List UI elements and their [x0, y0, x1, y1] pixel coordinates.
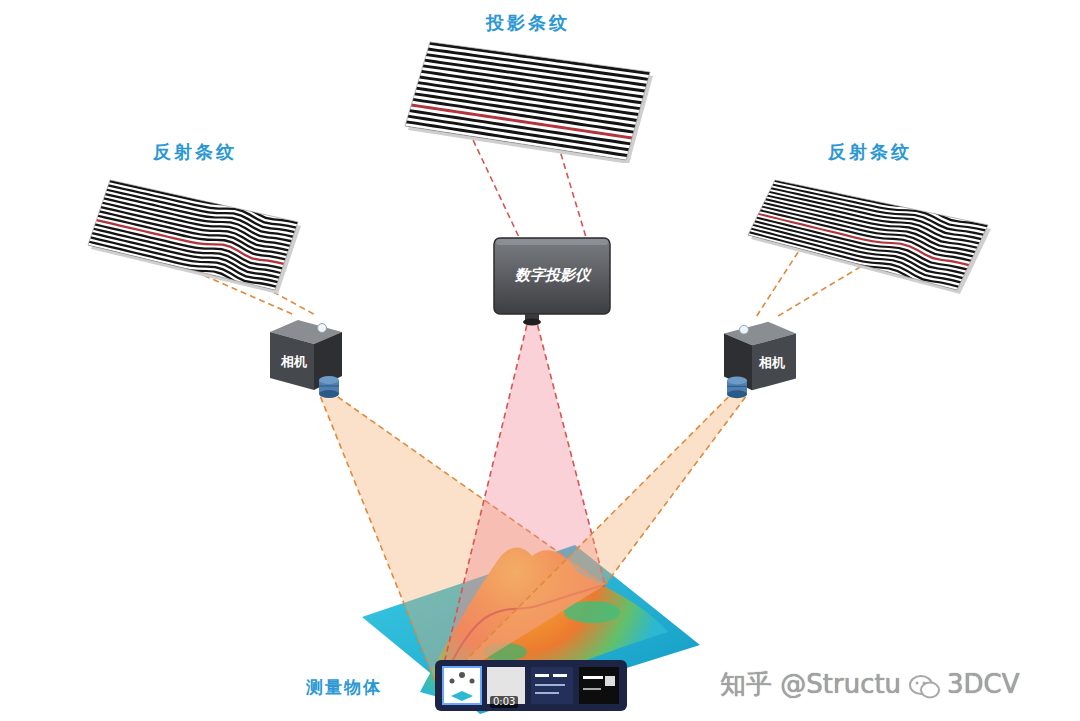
dark-stripe — [90, 236, 278, 283]
label-slot: 知乎 @Structu — [720, 668, 901, 700]
panel-ground — [88, 180, 298, 290]
dark-stripe — [754, 220, 965, 274]
fringe-stripes — [403, 38, 654, 163]
camera-lens — [727, 377, 747, 385]
wechat-logo — [907, 672, 943, 702]
dashed-ray — [605, 397, 746, 585]
video-thumbs — [435, 660, 627, 711]
device-label: 数字投影仪 — [515, 265, 590, 285]
camera-shape — [724, 322, 796, 398]
video-strip: 0:03 — [435, 660, 627, 711]
dark-stripe — [93, 228, 281, 274]
dark-stripe — [747, 235, 957, 292]
logo-dot — [923, 682, 926, 685]
thumb-line — [583, 688, 601, 690]
thumb-icon — [451, 691, 473, 701]
panel-heading: 反射条纹 — [828, 137, 912, 167]
thumb-icon — [450, 679, 455, 684]
device-label: 相机 — [281, 354, 307, 370]
fringe-node: 反射条纹 — [82, 137, 307, 297]
projector-lens — [523, 319, 541, 326]
camera-knob — [318, 324, 327, 333]
dark-stripe — [89, 241, 277, 288]
thumb-frame — [443, 667, 481, 704]
camera-shape — [270, 320, 342, 398]
thumb-line — [535, 692, 559, 694]
dark-stripe — [403, 132, 625, 163]
panel-heading: 投影条纹 — [486, 8, 570, 38]
panel-edge — [88, 180, 298, 290]
projector-box: 数字投影仪 — [492, 236, 612, 328]
dashed-ray — [471, 136, 518, 236]
dark-stripe — [95, 223, 283, 269]
dashed-ray — [438, 397, 728, 688]
camera-side — [314, 332, 342, 390]
lens-ring — [727, 386, 747, 387]
fringe-node: 反射条纹 — [745, 137, 995, 297]
thumb-frame — [579, 667, 619, 704]
panel-edge — [405, 42, 650, 160]
camera-face — [270, 332, 314, 390]
dark-stripe — [87, 245, 275, 292]
camera-box: 相机 — [262, 314, 348, 404]
light-cone — [438, 397, 746, 688]
panel-ground — [405, 42, 650, 160]
projector-highlight — [496, 239, 608, 245]
panel-heading: 反射条纹 — [153, 137, 237, 167]
dark-stripe — [778, 173, 992, 219]
video-time: 0:03 — [490, 696, 518, 708]
dashed-ray — [778, 265, 863, 316]
thumb-line — [605, 676, 615, 686]
dark-stripe — [86, 249, 274, 296]
fringe-stripes — [86, 171, 301, 296]
logo-bubble — [921, 683, 939, 698]
cone-fill — [438, 397, 746, 688]
label-slot: 3DCV — [947, 668, 1020, 700]
thumb-line — [583, 676, 603, 679]
dashed-ray — [757, 249, 801, 316]
camera-box: 相机 — [718, 316, 804, 404]
panel-edge — [748, 180, 988, 290]
thumb-frame — [531, 667, 573, 704]
fringe-node: 投影条纹 — [400, 8, 655, 163]
dark-stripe — [404, 126, 626, 163]
dashed-ray — [321, 397, 439, 688]
thumb-icon — [470, 679, 475, 684]
camera-side — [724, 334, 752, 391]
watermark-text: 3DCV — [947, 668, 1020, 700]
marked-stripe — [96, 219, 284, 265]
projector-case — [494, 238, 610, 314]
dark-stripe — [406, 120, 628, 157]
thumb-line — [535, 674, 549, 677]
thumb-line — [553, 674, 567, 677]
dark-stripe — [98, 215, 286, 261]
dark-stripe — [92, 232, 280, 279]
device-label: 相机 — [759, 355, 785, 371]
panel-ground — [748, 180, 988, 290]
dark-stripe — [753, 224, 964, 279]
fringe-stripes — [745, 173, 992, 297]
camera-knob — [740, 325, 749, 334]
camera-lens — [319, 376, 339, 384]
dark-stripe — [756, 217, 967, 271]
lens-ring — [319, 386, 339, 387]
object-label: 测量物体 — [306, 675, 382, 699]
dark-stripe — [745, 239, 955, 297]
fringe-panel — [400, 38, 655, 163]
dark-stripe — [408, 115, 630, 151]
camera-lens — [727, 390, 747, 398]
fringe-panel — [82, 167, 307, 297]
fringe-panel — [745, 167, 995, 297]
camera-face — [752, 334, 796, 391]
dark-stripe — [751, 228, 961, 284]
watermark-text: 知乎 @Structu — [720, 668, 901, 700]
dark-stripe — [749, 231, 959, 287]
label-slot: 0:03 — [490, 690, 518, 709]
thumb-icon — [459, 672, 465, 678]
dashed-ray — [560, 150, 586, 236]
camera-lens — [319, 390, 339, 398]
thumb-line — [535, 684, 565, 686]
logo-dot — [916, 682, 919, 685]
